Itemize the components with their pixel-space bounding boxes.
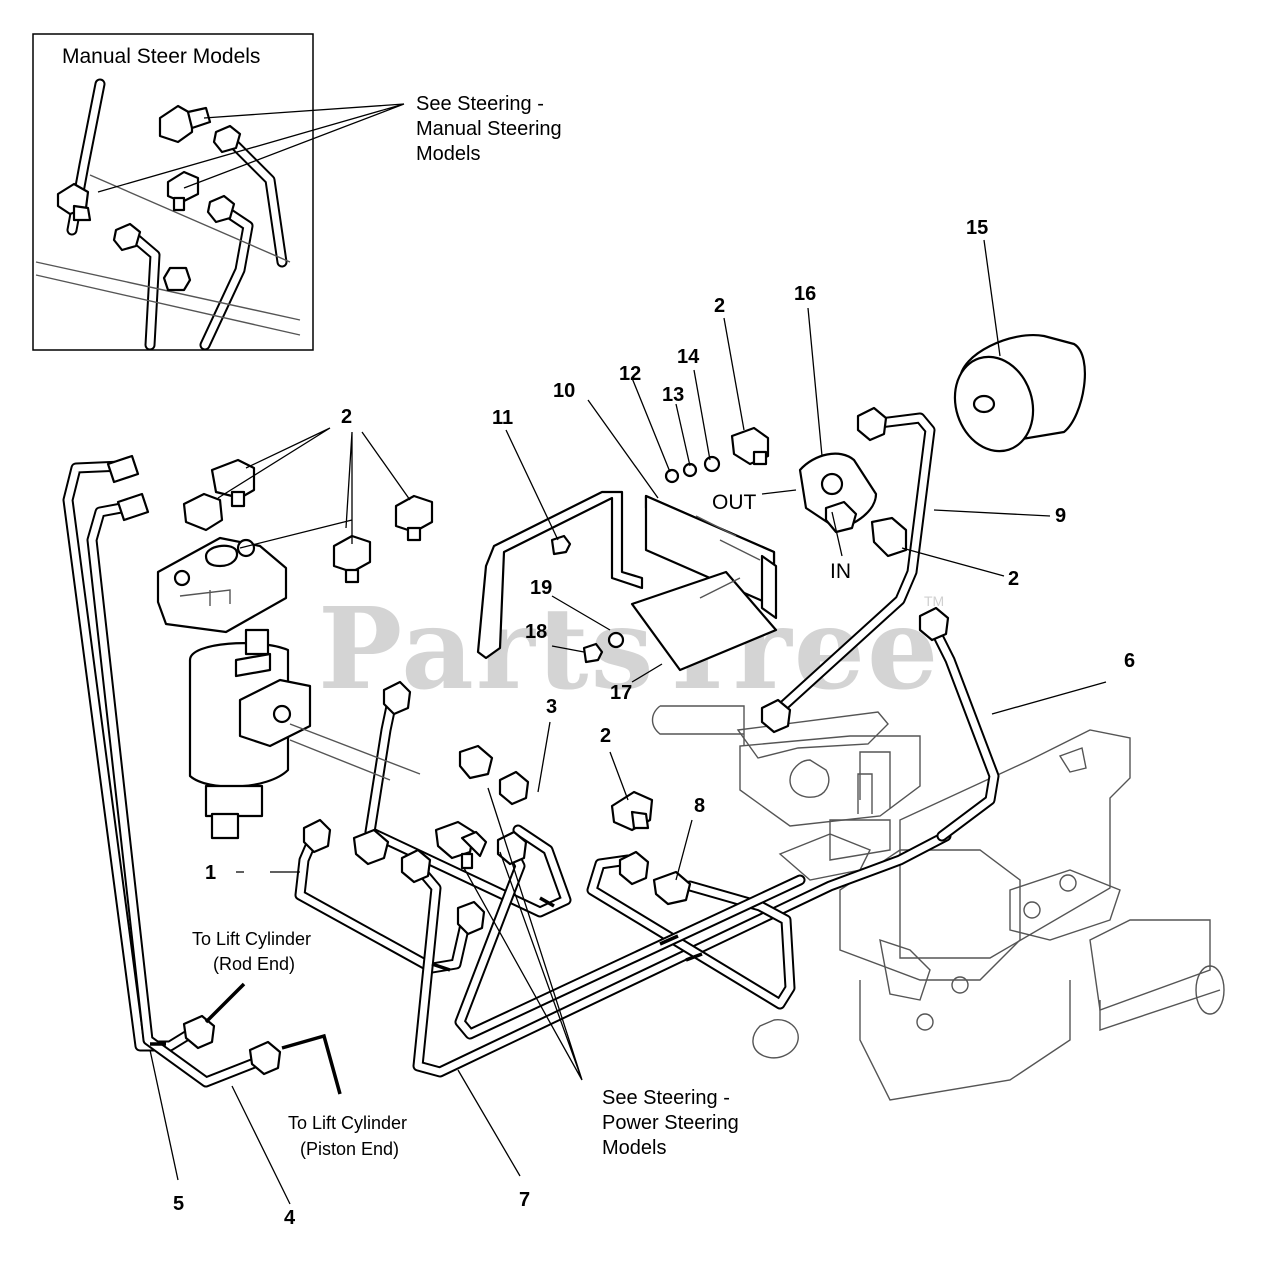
callout-7: 7 [519,1189,530,1211]
tee-fitting [434,820,476,860]
adapter-fitting-8 [652,870,692,906]
inset-title: Manual Steer Models [62,45,260,68]
note-power-steering-line1: See Steering - [602,1087,730,1109]
callout-1: 1 [205,862,216,884]
port-label-out: OUT [712,491,757,514]
oil-filter [953,333,1086,453]
callout-19: 19 [530,577,552,599]
elbow-fitting [210,458,256,500]
callout-numbers: 2 1 3 2 8 6 9 2 15 16 2 14 12 13 10 11 1… [173,217,1135,1229]
inset-note-line1: See Steering - [416,93,544,115]
filter-base [798,452,878,534]
screw-11 [550,534,572,556]
callout-11: 11 [492,407,513,429]
inset-elbow-fitting [158,104,212,144]
callout-2-filter: 2 [1008,568,1019,590]
inset-note-line2: Manual Steering [416,118,562,140]
callout-3: 3 [546,696,557,718]
note-piston-end: To Lift Cylinder (Piston End) [288,1113,407,1159]
inset-note-line3: Models [416,143,480,165]
nut-tube1 [302,818,332,854]
nut-rod-end [182,1014,216,1050]
transaxle-outline [651,705,1225,1101]
mounting-bracket [476,490,778,672]
inset-nut [212,124,242,154]
callout-2-top: 2 [714,295,725,317]
watermark: PartsTree [318,584,940,715]
elbow-fitting-4 [394,494,434,534]
callout-16: 16 [794,283,816,305]
note-power-steering-line3: Models [602,1137,666,1159]
adapter-fitting-2 [352,828,390,866]
washer-12 [664,468,680,484]
note-power-steering-line2: Power Steering [602,1112,739,1134]
note-piston-end-line1: To Lift Cylinder [288,1113,407,1133]
callout-2-valve: 2 [341,406,352,428]
callout-17: 17 [610,682,632,704]
callout-13: 13 [662,384,684,406]
nut-tube4 [116,492,150,522]
callout-10: 10 [553,380,575,402]
note-power-steering: See Steering - Power Steering Models [602,1087,739,1159]
elbow-fitting-7 [870,516,908,558]
callout-15: 15 [966,217,988,239]
nut-piston-end [248,1040,282,1076]
leader-lines [149,239,1107,1205]
manual-steer-inset: Manual Steer Models See Steering - [32,33,562,351]
watermark-trademark: TM [924,593,944,609]
steering-motor [188,628,421,840]
note-rod-end: To Lift Cylinder (Rod End) [192,929,311,974]
fittings [106,406,950,1076]
nut-tube3 [382,680,412,716]
washer-19 [607,631,625,649]
control-valve [156,536,288,634]
callout-8: 8 [694,795,705,817]
adapter-fitting [458,744,494,780]
inset-frame [32,33,314,351]
elbow-fitting-2 [182,492,224,532]
inset-tee-fitting [56,182,92,222]
callout-4: 4 [284,1207,296,1229]
hydraulic-tubes [62,412,1000,1088]
callout-18: 18 [525,621,547,643]
note-rod-end-line2: (Rod End) [213,954,295,974]
callout-5: 5 [173,1193,184,1215]
inset-hex-cap [162,266,192,292]
inset-nut-3 [112,222,142,252]
port-label-in: IN [830,560,851,583]
callout-12: 12 [619,363,641,385]
note-rod-end-line1: To Lift Cylinder [192,929,311,949]
screw-18 [582,642,604,664]
note-piston-end-line2: (Piston End) [300,1139,399,1159]
callout-6: 6 [1124,650,1135,672]
nut-tube5 [106,454,140,484]
inset-nut-2 [206,194,236,224]
inset-elbow-fitting-2 [166,170,200,212]
callout-14: 14 [677,346,700,368]
callout-2-lower: 2 [600,725,611,747]
callout-9: 9 [1055,505,1066,527]
nut-14 [703,455,721,473]
